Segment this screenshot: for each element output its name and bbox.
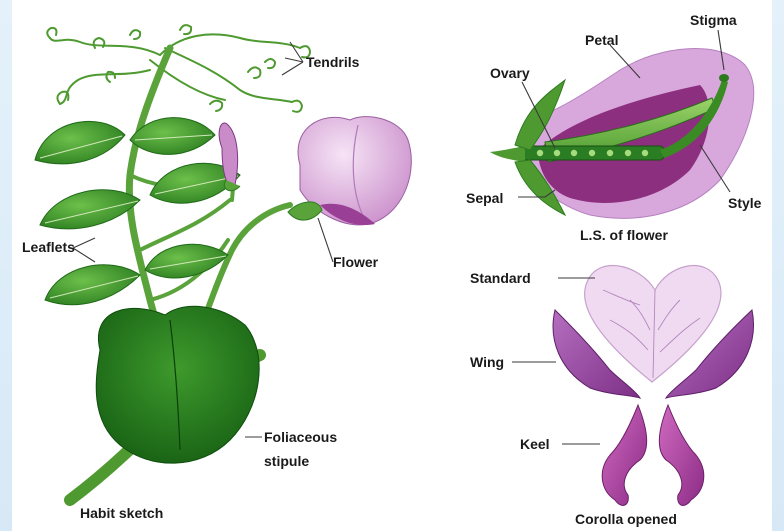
label-flower: Flower	[333, 254, 379, 270]
caption-habit-sketch: Habit sketch	[80, 505, 163, 521]
label-ovary: Ovary	[490, 65, 530, 81]
label-sepal: Sepal	[466, 190, 503, 206]
tendrils-drawing	[47, 25, 310, 112]
corolla-drawing	[512, 266, 754, 506]
label-standard: Standard	[470, 270, 531, 286]
label-stipule: stipule	[264, 453, 309, 469]
ls-flower-drawing	[490, 30, 754, 218]
label-leaflets: Leaflets	[22, 239, 75, 255]
label-tendrils: Tendrils	[306, 54, 360, 70]
label-keel: Keel	[520, 436, 550, 452]
label-petal: Petal	[585, 32, 618, 48]
stipule-drawing	[96, 306, 259, 463]
label-foliaceous: Foliaceous	[264, 429, 337, 445]
leaflets-drawing	[35, 118, 240, 305]
flower-drawing	[288, 117, 411, 225]
caption-corolla-opened: Corolla opened	[575, 511, 677, 527]
caption-ls-flower: L.S. of flower	[580, 227, 668, 243]
label-style: Style	[728, 195, 762, 211]
label-wing: Wing	[470, 354, 504, 370]
label-stigma: Stigma	[690, 12, 737, 28]
